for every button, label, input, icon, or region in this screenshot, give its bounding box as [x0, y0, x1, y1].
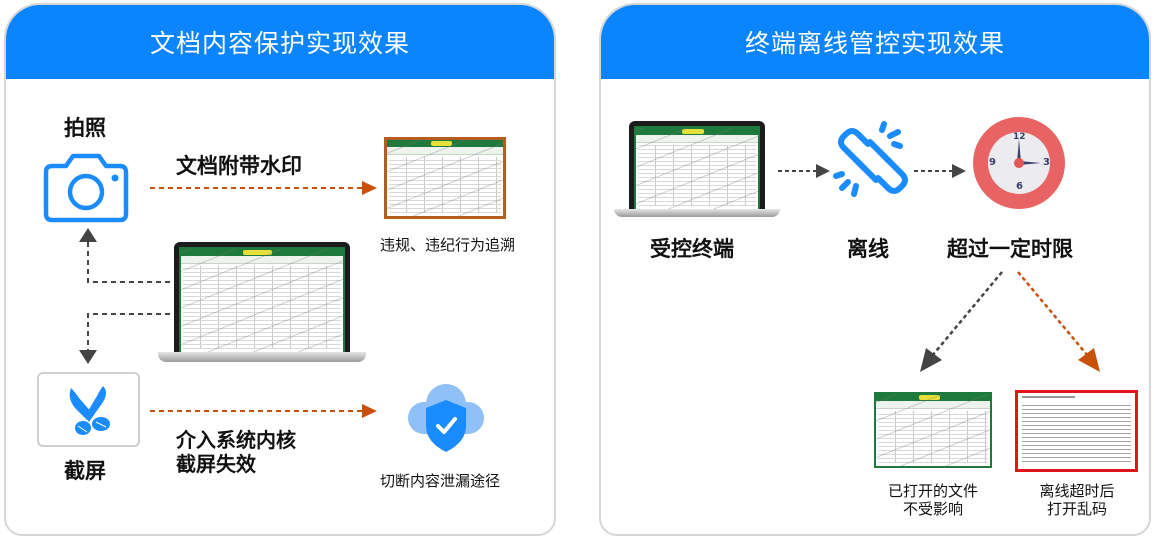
step-offline: 离线 [847, 237, 889, 261]
photo-connector-arrow [78, 228, 178, 288]
step-controlled-terminal: 受控终端 [650, 237, 734, 261]
screenshot-connector-arrow [78, 310, 178, 370]
clock-3: 3 [1043, 157, 1050, 168]
arrow-to-timeout [914, 163, 969, 179]
leak-block-caption: 切断内容泄漏途径 [380, 472, 501, 490]
arrow-to-offline [778, 163, 833, 179]
arrow-to-garbled [1016, 270, 1106, 375]
watermark-arrow-label: 文档附带水印 [176, 154, 302, 178]
kernel-arrow [150, 403, 380, 419]
cloud-shield-icon [404, 382, 488, 456]
outcome-garbled-line1: 离线超时后 [1039, 482, 1115, 500]
clock-icon: 12 3 6 9 [973, 117, 1065, 209]
laptop-screen [174, 242, 350, 354]
outcome-unaffected-line1: 已打开的文件 [887, 482, 978, 500]
panel-title: 文档内容保护实现效果 [6, 5, 554, 79]
controlled-laptop-screen [629, 121, 765, 211]
opened-file-thumbnail [874, 392, 992, 468]
outcome-unaffected: 已打开的文件 不受影响 [874, 482, 992, 518]
watermark-arrow [150, 180, 380, 196]
controlled-laptop-base [614, 209, 780, 217]
outcome-garbled: 离线超时后 打开乱码 [1018, 482, 1136, 518]
watermarked-document-thumbnail [384, 137, 506, 219]
arrow-to-unaffected [918, 270, 1008, 375]
kernel-arrow-label-line1: 介入系统内核 [176, 428, 296, 452]
step-timeout: 超过一定时限 [947, 237, 1073, 261]
scissors-icon [65, 384, 117, 440]
document-protection-panel: 文档内容保护实现效果 [4, 3, 556, 536]
traceability-caption: 违规、违纪行为追溯 [380, 236, 516, 254]
clock-9: 9 [989, 157, 996, 168]
screenshot-tool-box [37, 372, 140, 447]
garbled-file-thumbnail [1015, 390, 1138, 472]
outcome-garbled-line2: 打开乱码 [1046, 500, 1107, 518]
clock-6: 6 [1016, 181, 1023, 192]
clock-12: 12 [1013, 132, 1026, 142]
outcome-unaffected-line2: 不受影响 [902, 500, 963, 518]
screenshot-label: 截屏 [64, 459, 106, 483]
camera-icon [40, 150, 132, 223]
broken-link-icon [833, 121, 912, 200]
kernel-arrow-label-line2: 截屏失效 [176, 452, 256, 476]
photo-label: 拍照 [64, 116, 106, 140]
panel-title: 终端离线管控实现效果 [601, 5, 1149, 79]
laptop-base [158, 352, 366, 362]
